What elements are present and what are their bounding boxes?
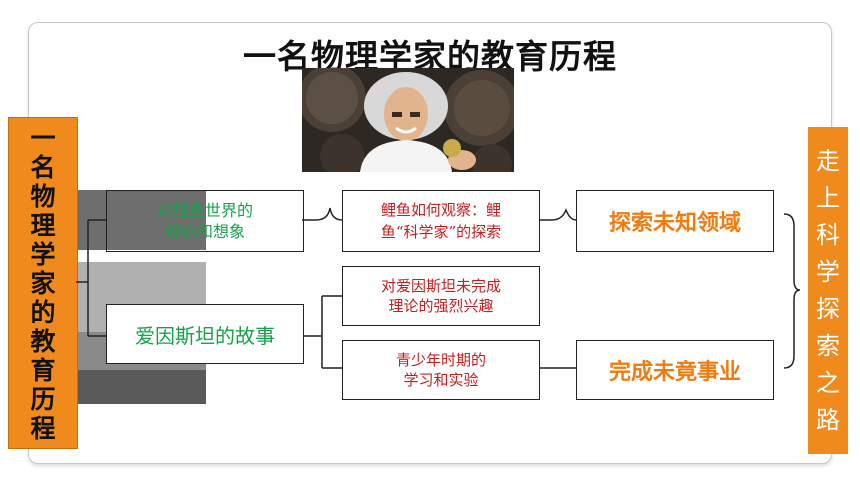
left-label-char: 名 <box>30 152 56 182</box>
einstein-detail2-line2: 学习和实验 <box>403 371 479 389</box>
einstein-branch-box: 爱因斯坦的故事 <box>106 304 304 364</box>
right-brace <box>783 213 801 369</box>
einstein-result-box: 完成未竟事业 <box>576 340 774 400</box>
einstein-detail2-line1: 青少年时期的 <box>395 351 486 369</box>
einstein-detail1-box: 对爱因斯坦未完成 理论的强烈兴趣 <box>342 266 540 326</box>
einstein-detail2-box: 青少年时期的 学习和实验 <box>342 340 540 400</box>
shade-block <box>76 370 206 404</box>
einstein-detail1-line1: 对爱因斯坦未完成 <box>380 277 501 295</box>
left-label-char: 程 <box>30 413 56 443</box>
right-label-char: 索 <box>816 331 840 360</box>
fish-result-box: 探索未知领域 <box>576 190 774 252</box>
einstein-result-label: 完成未竟事业 <box>608 359 741 385</box>
fish-detail-box: 鲤鱼如何观察：鲤 鱼“科学家”的探索 <box>342 190 540 252</box>
connector-fish-detail <box>302 207 343 221</box>
right-label-char: 走 <box>816 146 840 175</box>
left-label-char: 历 <box>30 384 56 414</box>
left-label-char: 理 <box>30 210 56 240</box>
fish-branch-box: 对鲤鱼世界的 观察和想象 <box>106 190 304 252</box>
left-label-char: 物 <box>30 181 56 211</box>
right-label-char: 学 <box>816 257 840 286</box>
connector-left-tree <box>76 219 106 337</box>
fish-branch-line2: 观察和想象 <box>164 222 245 241</box>
right-vertical-label: 走 上 科 学 探 索 之 路 <box>808 127 848 454</box>
connector-einstein-split <box>302 295 342 369</box>
left-label-char: 一 <box>30 123 56 153</box>
right-label-char: 之 <box>816 368 840 397</box>
left-label-char: 学 <box>30 239 56 269</box>
right-label-char: 上 <box>816 183 840 212</box>
left-label-char: 家 <box>30 268 56 298</box>
einstein-branch-label: 爱因斯坦的故事 <box>135 323 275 348</box>
fish-result-label: 探索未知领域 <box>608 210 741 236</box>
fish-branch-line1: 对鲤鱼世界的 <box>156 201 253 220</box>
left-label-char: 教 <box>30 326 56 356</box>
physicist-photo <box>302 68 514 172</box>
left-label-char: 的 <box>30 297 56 327</box>
fish-detail-line1: 鲤鱼如何观察：鲤 <box>380 201 501 219</box>
right-label-char: 路 <box>816 405 840 434</box>
left-label-char: 育 <box>30 355 56 385</box>
fish-detail-line2: 鱼“科学家”的探索 <box>380 223 502 241</box>
right-label-char: 探 <box>816 294 840 323</box>
left-vertical-label: 一 名 物 理 学 家 的 教 育 历 程 <box>8 117 78 449</box>
connector-fish-result <box>540 207 577 221</box>
right-label-char: 科 <box>816 220 840 249</box>
einstein-detail1-line2: 理论的强烈兴趣 <box>388 297 494 315</box>
